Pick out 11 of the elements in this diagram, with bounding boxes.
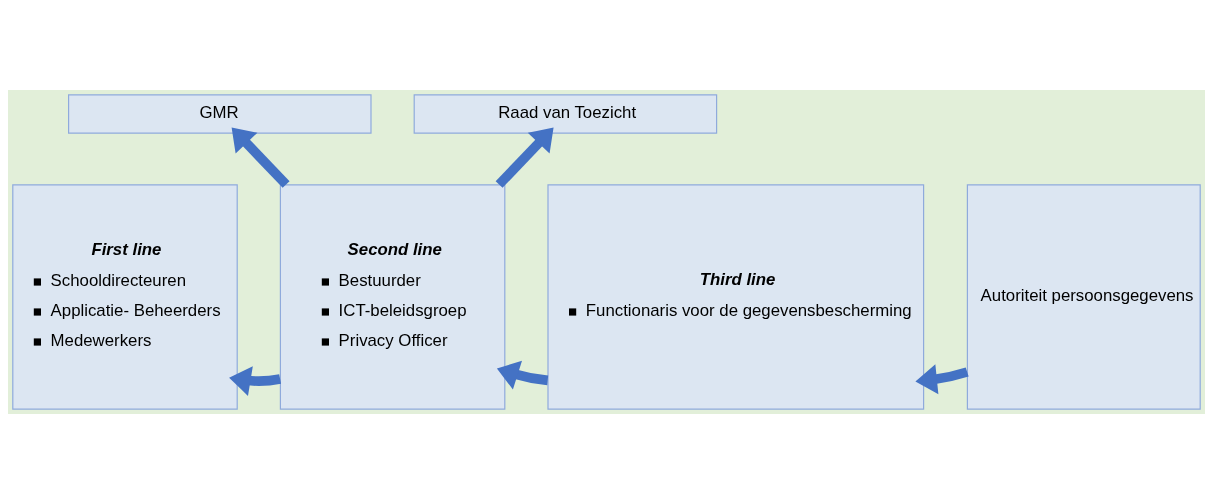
- arrow: [229, 365, 281, 396]
- node-box: Autoriteit persoonsgegevens: [966, 183, 1201, 410]
- arrow: [496, 360, 549, 389]
- node-box: Third line Functionaris voor de gegevensbescherming: [547, 183, 925, 410]
- node-box: First line Schooldirecteuren Applicatie- Beheerders Medewerkers: [12, 183, 238, 410]
- node-box: GMR: [68, 93, 372, 134]
- node-box: Raad van Toezicht: [413, 93, 718, 134]
- arrow: [915, 363, 969, 394]
- arrow: [495, 127, 554, 188]
- node-box: Second line Bestuurder ICT-beleidsgroep Privacy Officer: [279, 183, 506, 410]
- arrow: [231, 127, 290, 188]
